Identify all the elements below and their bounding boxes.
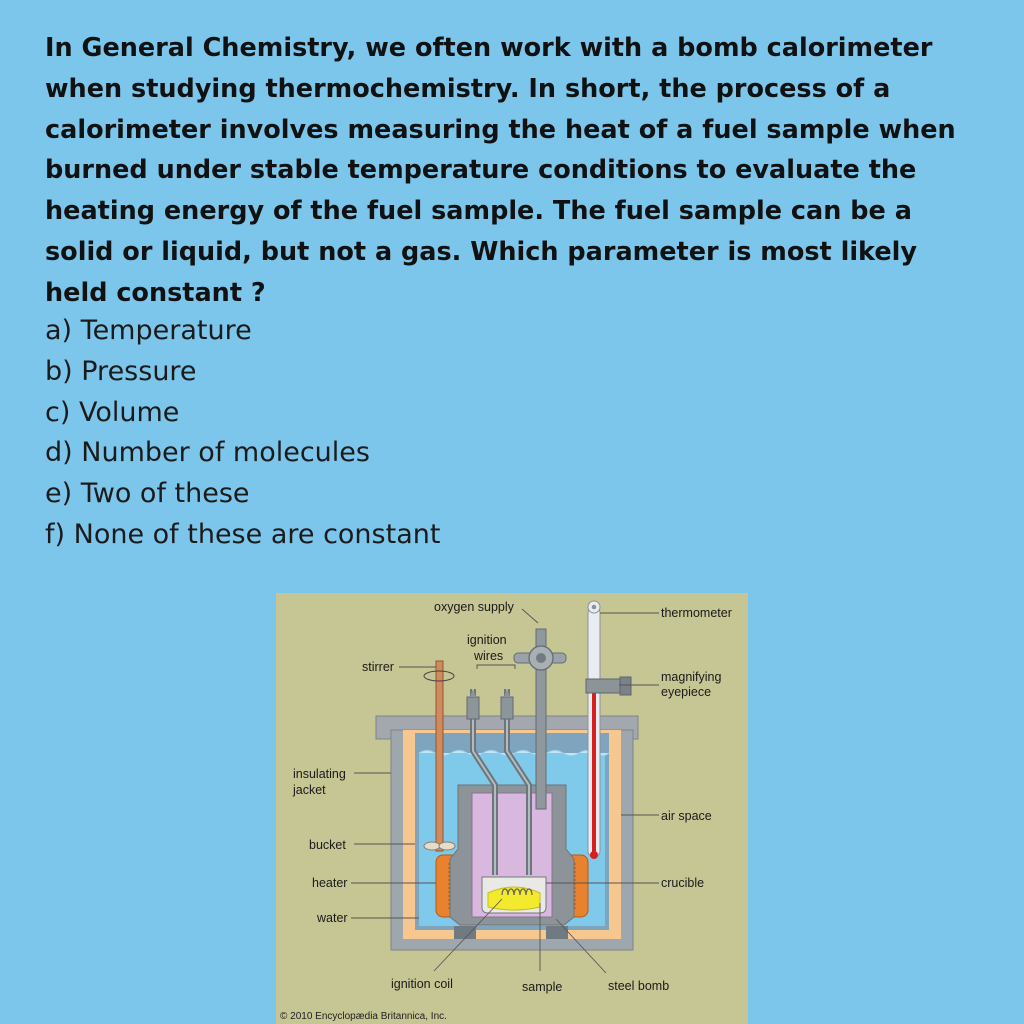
label-thermometer: thermometer xyxy=(661,606,732,620)
magnifying-eyepiece xyxy=(585,678,621,694)
mercury-column xyxy=(592,681,596,853)
sample xyxy=(487,886,541,911)
label-oxygen-supply: oxygen supply xyxy=(434,600,515,614)
label-water: water xyxy=(316,911,348,925)
label-stirrer: stirrer xyxy=(362,660,394,674)
wire-terminal xyxy=(500,696,514,720)
answer-options: a) Temperature b) Pressure c) Volume d) … xyxy=(45,311,440,556)
label-crucible: crucible xyxy=(661,876,704,890)
option-e[interactable]: e) Two of these xyxy=(45,478,250,510)
label-magnifying-eyepiece: eyepiece xyxy=(661,685,711,699)
label-magnifying-eyepiece: magnifying xyxy=(661,670,721,684)
option-d[interactable]: d) Number of molecules xyxy=(45,437,370,469)
label-bucket: bucket xyxy=(309,838,346,852)
ignition-coil xyxy=(501,888,533,896)
label-heater: heater xyxy=(312,876,347,890)
label-air-space: air space xyxy=(661,809,712,823)
bomb-calorimeter-diagram: oxygen supply ignition wires thermometer… xyxy=(276,593,748,1024)
label-insulating-jacket: insulating xyxy=(293,767,346,781)
label-ignition-coil: ignition coil xyxy=(391,977,453,991)
label-ignition-wires: wires xyxy=(473,649,503,663)
question-text: In General Chemistry, we often work with… xyxy=(45,33,956,308)
option-f[interactable]: f) None of these are constant xyxy=(45,518,441,550)
label-ignition-wires: ignition xyxy=(467,633,507,647)
water-surface xyxy=(418,750,610,756)
option-c[interactable]: c) Volume xyxy=(45,396,180,428)
bucket-foot xyxy=(454,926,476,939)
bucket-foot xyxy=(546,926,568,939)
stirrer xyxy=(435,660,444,852)
copyright-notice: © 2010 Encyclopædia Britannica, Inc. xyxy=(280,1011,447,1022)
label-insulating-jacket: jacket xyxy=(292,783,326,797)
option-b[interactable]: b) Pressure xyxy=(45,355,197,387)
wire-terminal xyxy=(466,696,480,720)
label-sample: sample xyxy=(522,980,562,994)
stirrer-paddle xyxy=(438,841,456,851)
label-steel-bomb: steel bomb xyxy=(608,979,669,993)
oxygen-supply-tube xyxy=(535,628,547,810)
option-a[interactable]: a) Temperature xyxy=(45,315,252,346)
stirrer-paddle xyxy=(423,841,441,851)
